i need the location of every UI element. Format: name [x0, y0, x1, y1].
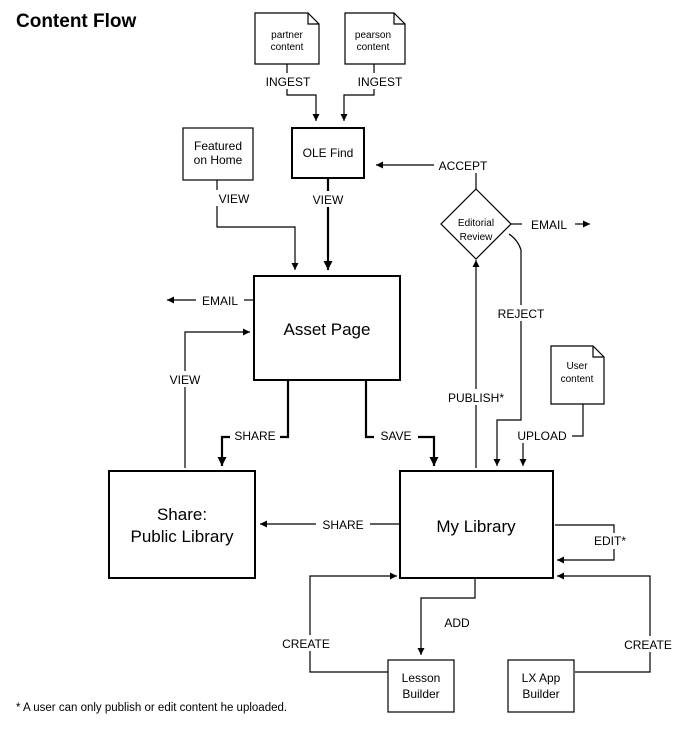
svg-text:Featured: Featured [194, 139, 242, 153]
svg-text:UPLOAD: UPLOAD [517, 429, 567, 443]
svg-text:LX App: LX App [522, 671, 561, 685]
edge-label-ingest-pearson: INGEST [352, 73, 408, 89]
svg-text:OLE Find: OLE Find [303, 146, 354, 160]
edge-label-publish: PUBLISH* [444, 389, 508, 405]
edge-create-lesson [309, 572, 397, 673]
edge-save [364, 380, 439, 466]
diagram-title: Content Flow [16, 11, 137, 32]
svg-text:Builder: Builder [522, 687, 559, 701]
edge-ingest-pearson [340, 64, 375, 121]
edge-label-view-featured: VIEW [214, 190, 254, 206]
edge-label-accept: ACCEPT [434, 157, 492, 173]
edge-ingest-partner [286, 64, 320, 121]
svg-text:INGEST: INGEST [358, 75, 403, 89]
edge-label-share-library: SHARE [316, 516, 370, 532]
svg-text:EMAIL: EMAIL [531, 218, 567, 232]
edge-label-view-share: VIEW [165, 371, 205, 387]
svg-text:CREATE: CREATE [624, 638, 672, 652]
edge-label-add: ADD [440, 615, 474, 631]
edge-label-create-lesson: CREATE [278, 635, 336, 651]
edge-add [417, 578, 476, 655]
svg-text:My Library: My Library [436, 517, 516, 536]
svg-text:partner: partner [271, 30, 303, 41]
svg-text:content: content [271, 42, 304, 53]
svg-text:Lesson: Lesson [402, 671, 441, 685]
svg-text:pearson: pearson [355, 30, 391, 41]
edge-share-asset [217, 380, 290, 466]
svg-text:PUBLISH*: PUBLISH* [448, 391, 504, 405]
share-public-library-node: Share: Public Library [108, 470, 256, 579]
svg-text:ACCEPT: ACCEPT [439, 159, 488, 173]
edge-label-email-asset: EMAIL [196, 292, 244, 308]
ole-find-node: OLE Find [291, 127, 365, 179]
edge-label-share-asset: SHARE [230, 427, 280, 443]
svg-text:EDIT*: EDIT* [594, 534, 626, 548]
svg-text:ADD: ADD [444, 616, 470, 630]
lx-app-builder-node: LX App Builder [507, 659, 575, 713]
partner-content-node: partner content [254, 12, 320, 65]
svg-text:on Home: on Home [194, 153, 243, 167]
svg-text:Share:: Share: [157, 505, 207, 524]
svg-text:REJECT: REJECT [498, 307, 545, 321]
svg-text:Public Library: Public Library [131, 527, 234, 546]
edge-label-view-ole: VIEW [308, 191, 348, 207]
svg-text:Review: Review [460, 232, 494, 243]
edge-label-edit: EDIT* [590, 533, 630, 549]
svg-text:VIEW: VIEW [313, 193, 344, 207]
footnote: * A user can only publish or edit conten… [16, 702, 287, 714]
edge-view-share [184, 328, 250, 468]
pearson-content-node: pearson content [344, 12, 406, 65]
edge-label-save: SAVE [374, 427, 418, 443]
svg-text:SAVE: SAVE [380, 429, 411, 443]
edge-reject [493, 233, 522, 466]
editorial-review-node: Editorial Review [440, 188, 512, 260]
edge-label-reject: REJECT [493, 305, 549, 321]
svg-text:Builder: Builder [402, 687, 439, 701]
svg-text:VIEW: VIEW [219, 192, 250, 206]
svg-text:content: content [561, 374, 594, 385]
user-content-node: User content [550, 345, 605, 405]
svg-text:INGEST: INGEST [266, 75, 311, 89]
edge-create-lx [557, 572, 651, 673]
featured-on-home-node: Featured on Home [182, 127, 254, 181]
svg-text:EMAIL: EMAIL [202, 294, 238, 308]
svg-text:Asset Page: Asset Page [284, 320, 371, 339]
edge-label-email-review: EMAIL [524, 216, 574, 232]
edge-label-upload: UPLOAD [512, 427, 572, 443]
svg-text:content: content [357, 42, 390, 53]
my-library-node: My Library [399, 470, 554, 579]
svg-text:SHARE: SHARE [234, 429, 275, 443]
asset-page-node: Asset Page [253, 275, 401, 381]
svg-text:CREATE: CREATE [282, 637, 330, 651]
svg-text:Editorial: Editorial [458, 218, 494, 229]
svg-text:User: User [566, 361, 588, 372]
svg-text:VIEW: VIEW [170, 373, 201, 387]
edge-label-ingest-partner: INGEST [260, 73, 316, 89]
edge-label-create-lx: CREATE [619, 636, 677, 652]
lesson-builder-node: Lesson Builder [387, 659, 455, 713]
svg-text:SHARE: SHARE [322, 518, 363, 532]
